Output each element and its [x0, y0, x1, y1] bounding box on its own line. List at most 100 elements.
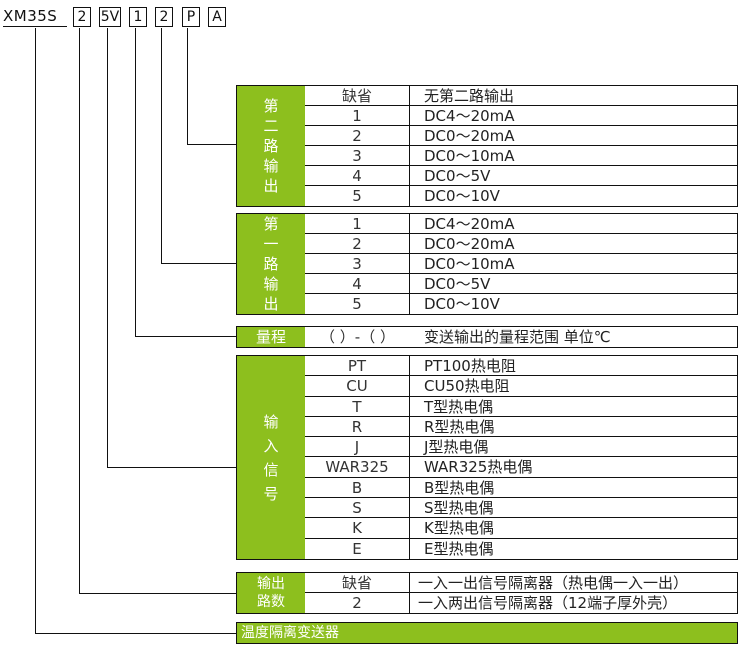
connector-product-v	[35, 28, 36, 633]
table-row: 5 DC0～10V	[305, 186, 737, 206]
group-range: 量程 （ ）-（ ）变送输出的量程范围 单位℃	[236, 326, 738, 348]
label-char: 号	[263, 484, 279, 503]
rows-range: （ ）-（ ）变送输出的量程范围 单位℃	[305, 327, 737, 347]
option-desc: PT100热电阻	[424, 357, 516, 375]
option-desc: S型热电偶	[424, 499, 494, 518]
option-code: 缺省	[305, 86, 410, 105]
option-desc: DC0～10mA	[424, 147, 515, 165]
table-row: 缺省一入一出信号隔离器（热电偶一入一出）	[305, 573, 737, 593]
option-desc: DC0～10V	[424, 295, 500, 313]
label-char: 输	[263, 412, 279, 431]
option-code: 2	[305, 126, 410, 145]
rows-channels: 缺省一入一出信号隔离器（热电偶一入一出） 2 一入两出信号隔离器（12端子厚外壳）	[305, 573, 737, 613]
table-row: 3 DC0～10mA	[305, 146, 737, 166]
group-label-first-output: 第 一 路 输 出	[237, 214, 305, 314]
option-desc: E型热电偶	[424, 539, 494, 558]
label-char: 路	[263, 255, 279, 273]
connector-range-v	[135, 28, 136, 336]
connector-second-output-v	[187, 28, 188, 144]
connector-input-v	[107, 28, 108, 467]
option-code: J	[305, 437, 410, 457]
option-code: WAR325	[305, 457, 410, 477]
label-char: 输	[263, 275, 279, 293]
code-second-output: P	[182, 7, 200, 27]
option-code: 1	[305, 106, 410, 125]
connector-first-output-h	[161, 263, 236, 264]
group-label-channels: 输出 路数	[237, 573, 305, 613]
option-desc: 无第二路输出	[424, 87, 515, 105]
option-desc: 变送输出的量程范围 单位℃	[424, 328, 611, 346]
option-code: S	[305, 498, 410, 518]
table-row: B B型热电偶	[305, 477, 737, 499]
option-code: CU	[305, 376, 410, 396]
table-row: E E型热电偶	[305, 538, 737, 559]
option-desc: CU50热电阻	[424, 377, 510, 396]
code-range: 1	[129, 7, 147, 27]
table-row: T T型热电偶	[305, 396, 737, 417]
option-desc: DC0～5V	[424, 275, 491, 293]
rows-second-output: 缺省无第二路输出 1 DC4～20mA 2 DC0～20mA 3 DC0～10mA 4…	[305, 86, 737, 206]
option-code: B	[305, 477, 410, 498]
table-row: J J型热电偶	[305, 437, 737, 458]
group-channels: 输出 路数 缺省一入一出信号隔离器（热电偶一入一出） 2 一入两出信号隔离器（12…	[236, 572, 738, 614]
option-desc: DC0～20mA	[424, 127, 515, 145]
group-second-output: 第 二 路 输 出 缺省无第二路输出 1 DC4～20mA 2 DC0～20mA 3…	[236, 85, 738, 207]
label-char: 输出	[257, 576, 285, 592]
label-char: 出	[263, 177, 279, 195]
code-first-output: 2	[155, 7, 173, 27]
table-row: S S型热电偶	[305, 498, 737, 519]
connector-channels-h	[79, 593, 236, 594]
option-desc: B型热电偶	[424, 478, 495, 497]
table-row: 4 DC0～5V	[305, 274, 737, 294]
label-char: 二	[263, 117, 279, 135]
option-code: 5	[305, 186, 410, 206]
option-code: 4	[305, 166, 410, 185]
option-code: K	[305, 518, 410, 538]
option-desc: 一入一出信号隔离器（热电偶一入一出）	[418, 574, 689, 592]
table-row: （ ）-（ ）变送输出的量程范围 单位℃	[305, 327, 737, 347]
group-label-second-output: 第 二 路 输 出	[237, 86, 305, 206]
option-desc: DC4～20mA	[424, 215, 515, 233]
option-code: 2	[305, 593, 410, 613]
label-char: 信	[263, 460, 279, 479]
option-code: E	[305, 538, 410, 559]
group-label-range: 量程	[237, 327, 305, 347]
table-row: 缺省无第二路输出	[305, 86, 737, 106]
label-char: 量程	[255, 328, 286, 346]
option-desc: WAR325热电偶	[424, 458, 533, 477]
table-row: WAR325 WAR325热电偶	[305, 457, 737, 478]
option-desc: T型热电偶	[424, 397, 494, 416]
connector-range-h	[135, 336, 236, 337]
product-name: 温度隔离变送器	[236, 622, 738, 644]
label-char: 第	[263, 215, 279, 233]
option-desc: J型热电偶	[424, 438, 489, 457]
table-row: 2 DC0～20mA	[305, 126, 737, 146]
option-desc: 一入两出信号隔离器（12端子厚外壳）	[418, 594, 678, 612]
connector-input-h	[107, 467, 236, 468]
option-desc: K型热电偶	[424, 519, 494, 538]
connector-first-output-v	[161, 28, 162, 263]
option-desc: R型热电偶	[424, 417, 495, 436]
option-desc: DC4～20mA	[424, 107, 515, 125]
table-row: 1 DC4～20mA	[305, 106, 737, 126]
option-code: 4	[305, 274, 410, 293]
option-code: 3	[305, 254, 410, 273]
label-char: 入	[263, 436, 279, 455]
option-code: 3	[305, 146, 410, 165]
option-code: 5	[305, 294, 410, 314]
table-row: 2 一入两出信号隔离器（12端子厚外壳）	[305, 593, 737, 613]
code-suffix: A	[208, 7, 226, 27]
option-code: T	[305, 396, 410, 416]
option-code: PT	[305, 356, 410, 376]
label-char: 第	[263, 97, 279, 115]
label-char: 出	[263, 295, 279, 313]
option-desc: DC0～10V	[424, 187, 500, 205]
